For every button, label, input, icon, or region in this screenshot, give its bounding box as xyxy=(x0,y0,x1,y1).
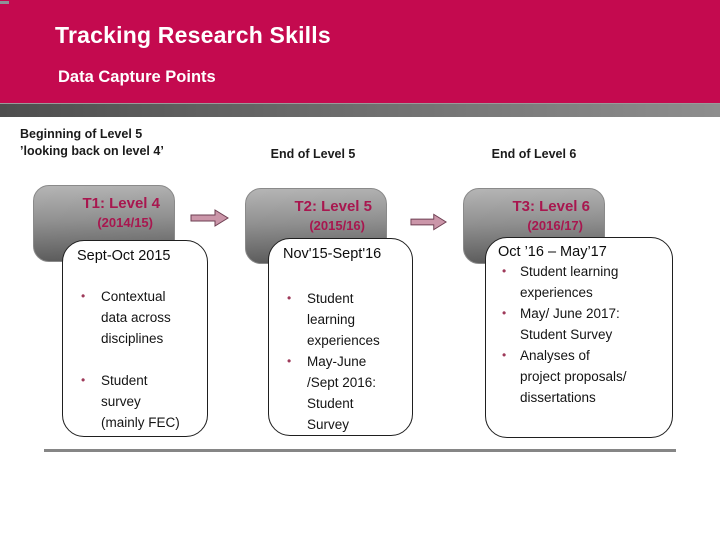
list-item: • Student learning experiences xyxy=(283,288,396,351)
bullet-icon: • xyxy=(287,354,292,368)
bullet-text: Student learning experiences xyxy=(520,264,619,300)
arrow-right-icon xyxy=(190,208,230,233)
callout-box-t1: Sept-Oct 2015 • Contextual data across d… xyxy=(62,240,208,437)
list-item: • May-June /Sept 2016: Student Survey xyxy=(283,351,396,435)
list-item: • May/ June 2017: Student Survey xyxy=(498,303,628,345)
callout-heading: Sept-Oct 2015 xyxy=(77,248,171,264)
bullet-icon: • xyxy=(81,289,86,303)
timebox-title: T1: Level 4 xyxy=(82,195,160,212)
list-item: • Analyses of project proposals/ dissert… xyxy=(498,345,628,408)
timebox-year: (2014/15) xyxy=(97,215,153,230)
callout-box-t3: Oct ’16 – May’17 • Student learning expe… xyxy=(485,237,673,438)
list-item: • Student learning experiences xyxy=(498,261,628,303)
bullet-icon: • xyxy=(502,348,507,362)
bullet-list: • Contextual data across disciplines • S… xyxy=(77,286,207,433)
timebox-title: T2: Level 5 xyxy=(294,198,372,215)
callout-heading: Nov'15-Sept'16 xyxy=(283,246,382,262)
timebox-year: (2016/17) xyxy=(527,218,583,233)
callout-box-t2: Nov'15-Sept'16 • Student learning experi… xyxy=(268,238,413,436)
bullet-text: Student survey (mainly FEC) xyxy=(101,373,180,430)
corner-dash xyxy=(0,1,9,4)
callout-heading: Oct ’16 – May’17 xyxy=(498,244,607,260)
list-item: • Contextual data across disciplines xyxy=(77,286,185,349)
column-header-line: Beginning of Level 5 xyxy=(20,127,143,141)
header-banner: Tracking Research Skills Data Capture Po… xyxy=(0,0,720,103)
bullet-list: • Student learning experiences • May-Jun… xyxy=(283,288,412,435)
column-header-end-level6: End of Level 6 xyxy=(491,147,577,161)
slide-title: Tracking Research Skills xyxy=(55,22,331,48)
bullet-list: • Student learning experiences • May/ Ju… xyxy=(498,261,672,408)
column-header-line: ’looking back on level 4’ xyxy=(20,144,164,158)
bullet-text: Student learning experiences xyxy=(307,291,380,348)
timebox-title: T3: Level 6 xyxy=(512,198,590,215)
bullet-icon: • xyxy=(502,306,507,320)
bullet-text: Analyses of project proposals/ dissertat… xyxy=(520,348,627,405)
timebox-year: (2015/16) xyxy=(309,218,365,233)
bullet-text: Contextual data across disciplines xyxy=(101,289,171,346)
column-header-end-level5: End of Level 5 xyxy=(270,147,356,161)
bullet-text: May-June /Sept 2016: Student Survey xyxy=(307,354,377,432)
bullet-icon: • xyxy=(502,264,507,278)
arrow-right-icon xyxy=(410,212,448,237)
list-item: • Student survey (mainly FEC) xyxy=(77,370,185,433)
bullet-icon: • xyxy=(81,373,86,387)
bottom-separator-line xyxy=(44,449,676,452)
bullet-text: May/ June 2017: Student Survey xyxy=(520,306,620,342)
column-header-beginning-level5: Beginning of Level 5 ’looking back on le… xyxy=(20,126,230,160)
slide-subtitle: Data Capture Points xyxy=(58,68,216,86)
bullet-icon: • xyxy=(287,291,292,305)
gray-divider-bar xyxy=(0,103,720,117)
